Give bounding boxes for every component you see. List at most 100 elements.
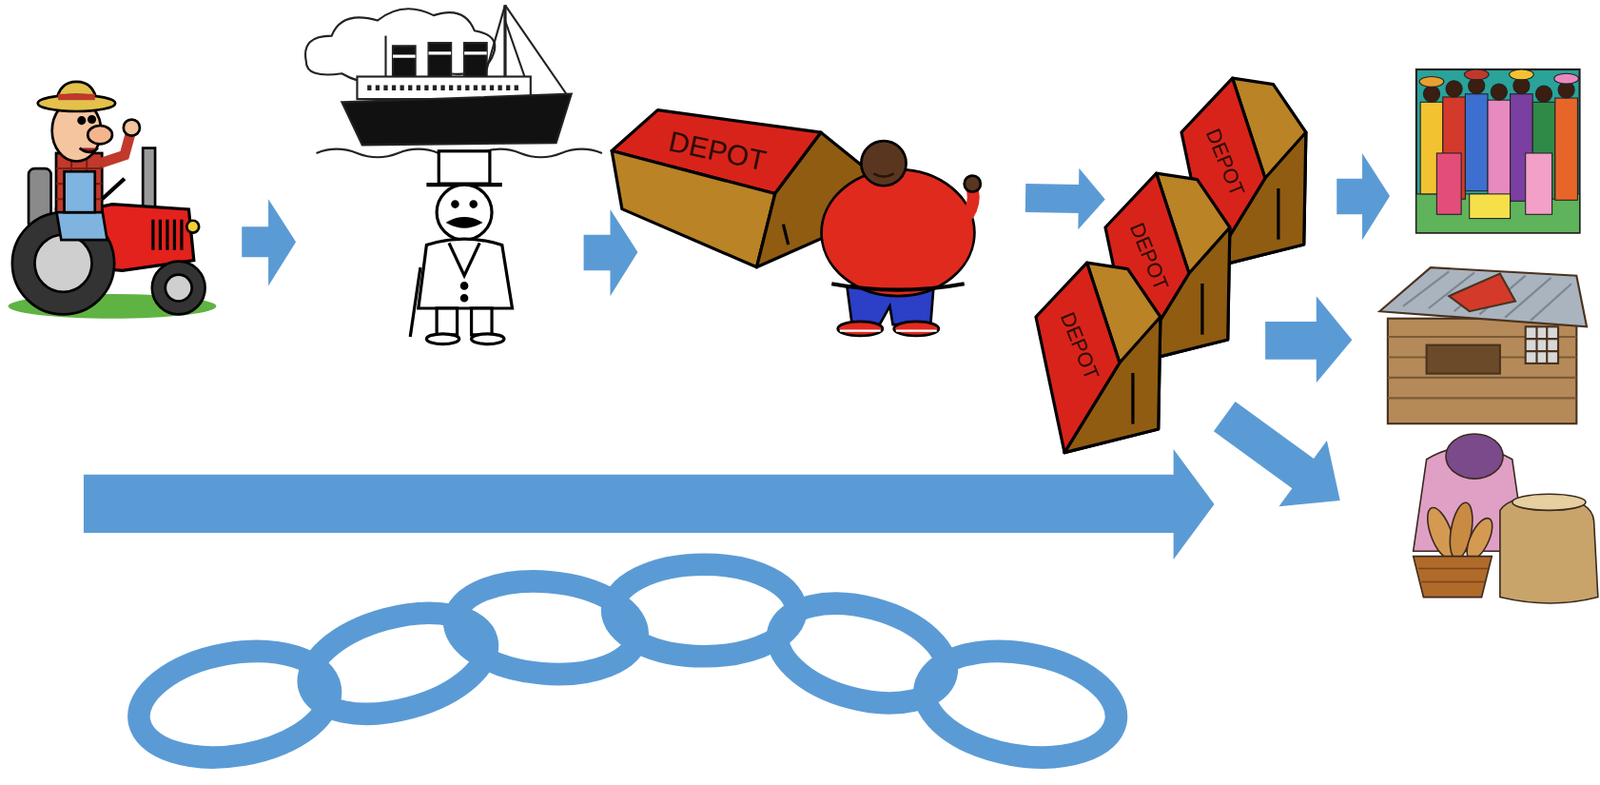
grain-sack	[1500, 494, 1599, 604]
tractor-wheel	[152, 261, 206, 315]
long-arrow	[83, 448, 1215, 560]
depot-door-line	[1200, 283, 1204, 335]
keeper-sweater	[821, 169, 976, 296]
depot-keeper	[821, 140, 981, 336]
steamship	[305, 4, 603, 157]
hut-wall	[1387, 318, 1577, 424]
head-basket	[1554, 73, 1580, 84]
man-eye	[452, 201, 458, 207]
man-leg	[471, 308, 492, 335]
man-shoe	[471, 333, 505, 345]
depot-gable	[757, 132, 875, 268]
vest-button	[461, 283, 467, 289]
depot-roof	[1035, 262, 1120, 453]
man-eye	[470, 201, 476, 207]
window-grate	[1525, 326, 1559, 364]
depot-door-line	[1131, 372, 1134, 425]
sack-grain	[1512, 493, 1586, 510]
depot-door-line	[1276, 188, 1280, 240]
tractor-grill	[153, 219, 182, 251]
funnel-stripe	[392, 53, 488, 57]
roof-ridges	[1403, 271, 1572, 320]
market-basket	[1469, 194, 1511, 219]
vest-button	[461, 295, 467, 301]
basket-weave	[1418, 568, 1488, 583]
ship-funnel	[464, 42, 488, 79]
hat-band	[58, 94, 96, 100]
depot-roof	[1105, 173, 1190, 364]
head-basket	[1419, 76, 1444, 87]
ship-funnel	[429, 42, 452, 79]
depot-building: DEPOT	[609, 101, 1026, 342]
market-figure	[1464, 94, 1488, 192]
flow-connector	[1025, 168, 1106, 230]
farmer-eye	[88, 116, 95, 122]
tractor-exhaust	[142, 148, 156, 210]
market-figure	[1555, 97, 1579, 200]
man-coat	[418, 238, 513, 309]
figure-head	[1445, 80, 1463, 98]
depot-door-line	[783, 198, 843, 245]
chain-link	[916, 637, 1125, 772]
farmer-tractor	[8, 81, 217, 319]
figure-head	[1535, 85, 1552, 102]
market-figure	[1525, 153, 1553, 215]
hut-roof	[1379, 267, 1587, 327]
flow-arrow	[1336, 153, 1390, 240]
bread-seller	[1413, 433, 1599, 604]
keeper-shoe	[838, 321, 883, 336]
shoe-sole	[839, 330, 937, 332]
roof-patch	[1448, 273, 1516, 313]
man-head	[436, 184, 492, 240]
painting-frame	[1416, 69, 1581, 234]
keeper-hand	[964, 175, 981, 193]
market-figure	[1436, 153, 1462, 215]
head-basket	[1463, 69, 1489, 80]
chain-link	[297, 595, 499, 732]
top-hat	[438, 151, 490, 184]
man-shoe	[426, 333, 459, 345]
figure-head	[1423, 85, 1440, 102]
farmer-smile	[79, 148, 98, 153]
farmer-eye	[78, 117, 85, 123]
wooden-shop	[1379, 267, 1587, 424]
head-basket	[1509, 69, 1535, 80]
ship-funnel	[392, 45, 416, 79]
walking-cane	[409, 267, 421, 337]
market-figure	[1487, 99, 1511, 202]
flow-arrow	[241, 198, 296, 286]
keeper-mouth	[873, 173, 894, 176]
bread-basket	[1413, 556, 1493, 598]
wheel-hub	[34, 234, 92, 293]
top-hat-man	[409, 151, 512, 345]
keeper-head	[860, 140, 906, 186]
flow-arrow	[1200, 383, 1365, 534]
steering-wheel	[101, 178, 125, 199]
tractor-light	[186, 220, 199, 234]
farmer-hat	[56, 81, 98, 102]
smoke-cloud	[305, 8, 495, 83]
mustache	[448, 218, 480, 228]
depot-building: DEPOT	[1035, 260, 1164, 453]
farmer-legs	[56, 209, 108, 240]
chain	[130, 564, 1125, 771]
man-vest	[448, 242, 480, 275]
figure-head	[1490, 83, 1507, 100]
hut-window	[1525, 326, 1559, 364]
flow-arrow	[1265, 295, 1352, 383]
farmer-overalls	[64, 171, 96, 213]
man-leg	[436, 308, 457, 335]
keeper-arm	[964, 185, 975, 219]
flow-arrow	[584, 209, 639, 296]
wheel-hub	[165, 274, 193, 302]
farmer-nose	[87, 125, 113, 144]
woman-head	[1445, 433, 1503, 479]
farmer-hand	[123, 119, 140, 137]
ship-hull	[341, 94, 571, 146]
keeper-shoe	[894, 321, 939, 336]
market-painting	[1416, 69, 1581, 234]
hut-counter	[1426, 345, 1501, 374]
